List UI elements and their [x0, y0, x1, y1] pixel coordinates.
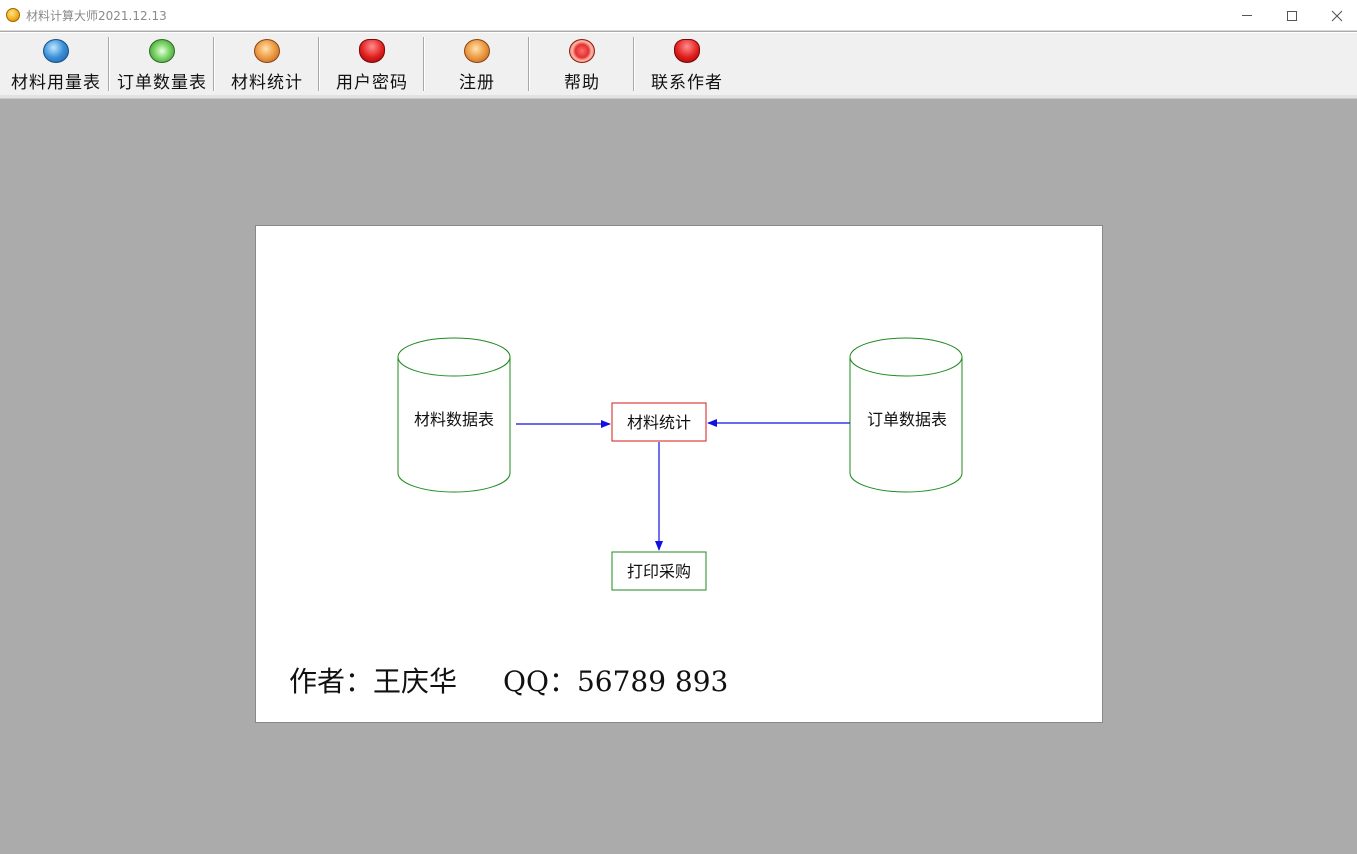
red-flower-icon [674, 39, 700, 63]
red-button-icon [569, 39, 595, 63]
toolbar-button-user-password[interactable]: 用户密码 [320, 35, 424, 93]
qq-label: QQ： [503, 665, 577, 698]
title-bar: 材料计算大师2021.12.13 [0, 0, 1357, 31]
toolbar-button-order-quantity[interactable]: 订单数量表 [110, 35, 214, 93]
toolbar-separator [528, 37, 530, 91]
toolbar-separator [423, 37, 425, 91]
flow-diagram: 材料数据表 订单数据表 材料统计 打印采购 [397, 337, 963, 591]
red-flower-icon [359, 39, 385, 63]
maximize-button[interactable] [1269, 0, 1315, 31]
toolbar-label: 注册 [459, 73, 495, 93]
toolbar: 材料用量表 订单数量表 材料统计 用户密码 注册 帮助 联系作者 [0, 32, 1357, 99]
toolbar-separator [108, 37, 110, 91]
toolbar-separator [318, 37, 320, 91]
toolbar-separator [213, 37, 215, 91]
toolbar-label: 材料统计 [231, 73, 303, 93]
material-table-label: 材料数据表 [414, 410, 494, 429]
print-purchase-node[interactable]: 打印采购 [611, 551, 707, 591]
toolbar-label: 材料用量表 [11, 73, 101, 93]
diagram-panel: 材料数据表 订单数据表 材料统计 打印采购 作者：王庆华 QQ：56789 893 [255, 225, 1103, 723]
maximize-icon [1287, 10, 1297, 21]
material-stats-label: 材料统计 [627, 413, 691, 432]
author-info: 作者：王庆华 QQ：56789 893 [289, 660, 728, 700]
order-table-node[interactable]: 订单数据表 [849, 337, 963, 493]
window-title: 材料计算大师2021.12.13 [26, 9, 167, 23]
order-table-label: 订单数据表 [867, 410, 947, 429]
author-label: 作者： [289, 665, 374, 698]
material-table-node[interactable]: 材料数据表 [397, 337, 511, 493]
globe-icon [43, 39, 69, 63]
orange-orb-icon [464, 39, 490, 63]
toolbar-button-contact-author[interactable]: 联系作者 [635, 35, 739, 93]
toolbar-label: 用户密码 [336, 73, 408, 93]
qq-number: 56789 893 [576, 665, 729, 698]
toolbar-button-help[interactable]: 帮助 [530, 35, 634, 93]
minimize-icon [1242, 15, 1252, 16]
close-button[interactable] [1314, 0, 1357, 31]
minimize-button[interactable] [1224, 0, 1270, 31]
toolbar-label: 订单数量表 [117, 73, 207, 93]
toolbar-button-material-stats[interactable]: 材料统计 [215, 35, 319, 93]
material-stats-node[interactable]: 材料统计 [611, 402, 707, 442]
green-orb-icon [149, 39, 175, 63]
app-icon [6, 8, 20, 22]
close-icon [1331, 10, 1343, 21]
author-name: 王庆华 [373, 665, 458, 698]
print-purchase-label: 打印采购 [627, 562, 691, 581]
orange-swirl-icon [254, 39, 280, 63]
toolbar-button-register[interactable]: 注册 [425, 35, 529, 93]
toolbar-separator [633, 37, 635, 91]
toolbar-label: 帮助 [564, 73, 600, 93]
toolbar-button-material-usage[interactable]: 材料用量表 [4, 35, 108, 93]
toolbar-label: 联系作者 [651, 73, 723, 93]
